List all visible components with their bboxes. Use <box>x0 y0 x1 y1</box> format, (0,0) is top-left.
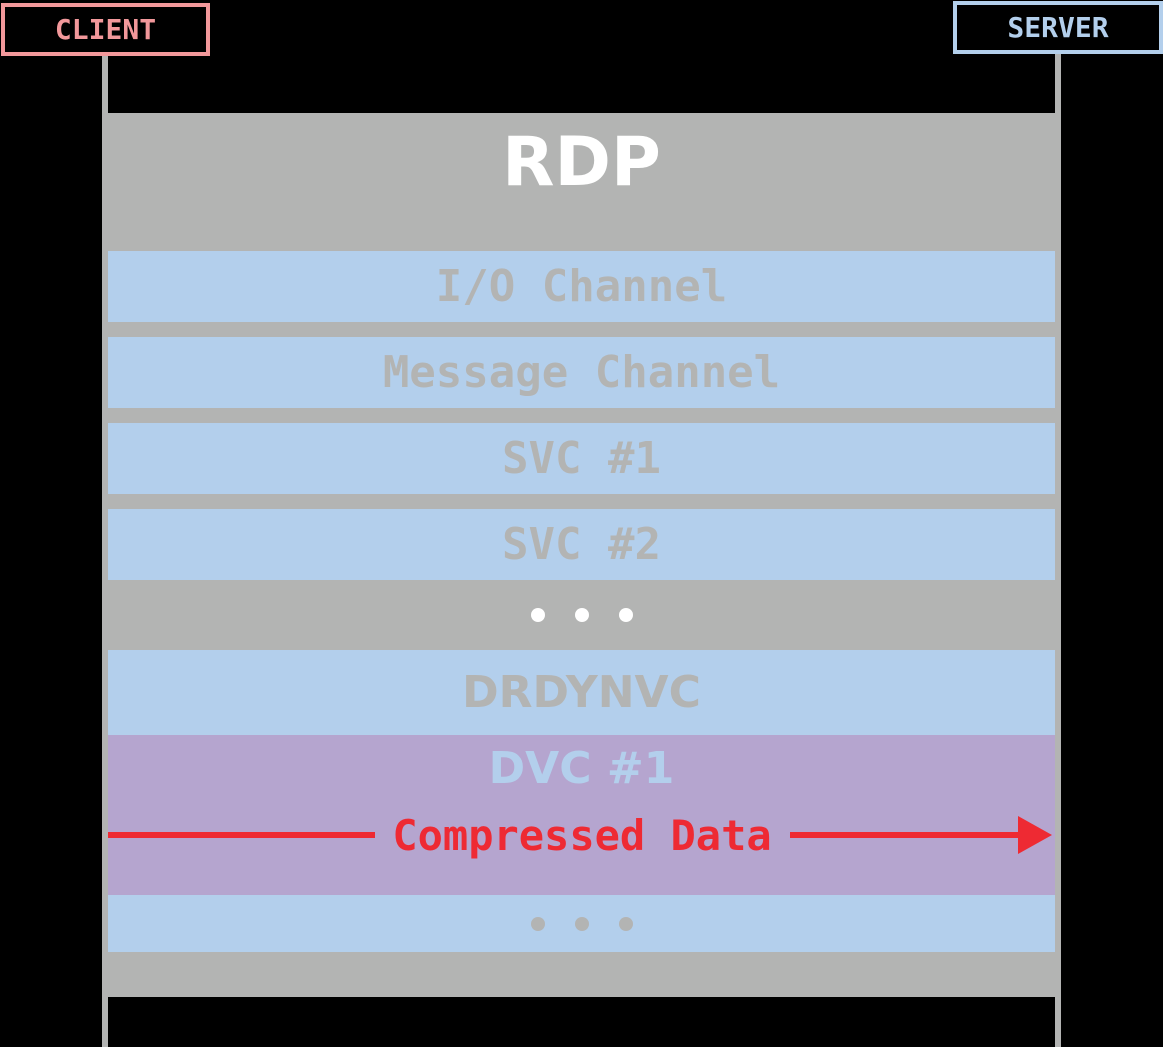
channel-svc-2-label: SVC #2 <box>502 519 661 570</box>
server-label-text: SERVER <box>1007 11 1109 44</box>
arrow-label-text: Compressed Data <box>392 810 772 860</box>
dvc-ellipsis <box>108 895 1055 952</box>
channel-svc-1-label: SVC #1 <box>502 433 661 484</box>
channel-message: Message Channel <box>108 337 1055 408</box>
compressed-data-arrow: Compressed Data <box>108 811 1052 860</box>
dvc-1: DVC #1 <box>108 735 1055 895</box>
arrow-line-left <box>108 832 375 838</box>
dvc-ellipsis-icon <box>530 916 633 931</box>
arrow-head-icon <box>1018 816 1052 854</box>
channel-drdynvc: DRDYNVC <box>108 650 1055 735</box>
rdp-stack: RDP I/O Channel Message Channel SVC #1 S… <box>102 113 1061 997</box>
arrow-label: Compressed Data <box>378 811 786 860</box>
channel-message-label: Message Channel <box>382 347 781 398</box>
channel-svc-2: SVC #2 <box>108 509 1055 580</box>
arrow-line-right <box>790 832 1022 838</box>
dvc-1-label: DVC #1 <box>488 743 675 794</box>
client-label-text: CLIENT <box>54 13 157 46</box>
channel-svc-1: SVC #1 <box>108 423 1055 494</box>
channel-io: I/O Channel <box>108 251 1055 322</box>
rdp-title: RDP <box>502 123 661 202</box>
ellipsis-icon <box>530 608 633 622</box>
server-label: SERVER <box>953 1 1163 54</box>
channel-io-label: I/O Channel <box>435 261 728 312</box>
channel-ellipsis <box>108 580 1055 650</box>
channel-drdynvc-label: DRDYNVC <box>462 667 701 718</box>
client-label: CLIENT <box>1 3 210 56</box>
